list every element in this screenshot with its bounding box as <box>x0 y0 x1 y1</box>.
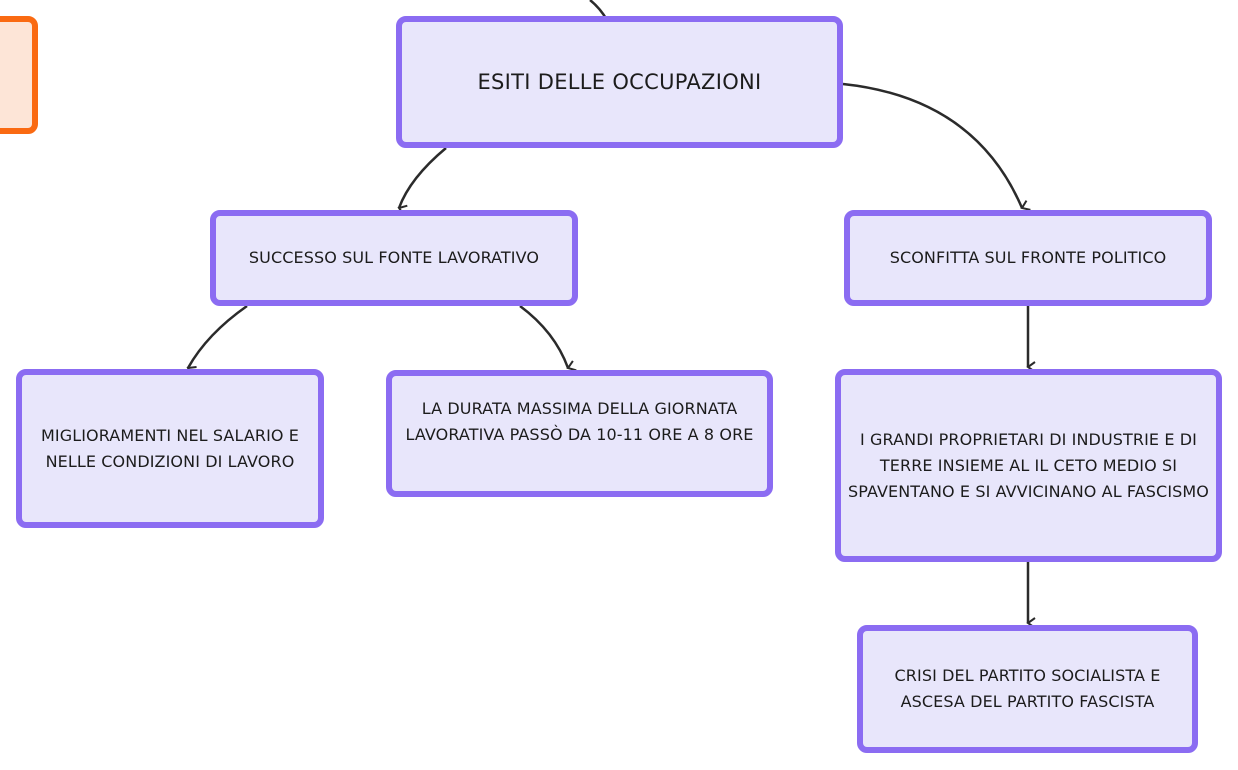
crisis-node-label: CRISI DEL PARTITO SOCIALISTA E ASCESA DE… <box>894 666 1161 711</box>
success-node[interactable]: SUCCESSO SUL FONTE LAVORATIVO <box>210 210 578 306</box>
connector-success-to-salary <box>186 304 248 377</box>
salary-node[interactable]: MIGLIORAMENTI NEL SALARIO E NELLE CONDIZ… <box>16 369 324 528</box>
root-node-label: ESITI DELLE OCCUPAZIONI <box>477 70 762 94</box>
root-node[interactable]: ESITI DELLE OCCUPAZIONI <box>396 16 843 148</box>
defeat-node[interactable]: SCONFITTA SUL FRONTE POLITICO <box>844 210 1212 306</box>
connector-root-to-success <box>397 147 447 216</box>
offscreen-node[interactable] <box>0 16 38 134</box>
defeat-node-label: SCONFITTA SUL FRONTE POLITICO <box>889 248 1167 267</box>
connector-success-to-hours <box>519 304 577 372</box>
salary-node-label: MIGLIORAMENTI NEL SALARIO E NELLE CONDIZ… <box>40 425 300 471</box>
crisis-node[interactable]: CRISI DEL PARTITO SOCIALISTA E ASCESA DE… <box>857 625 1198 753</box>
work-hours-node-label: LA DURATA MASSIMA DELLA GIORNATA LAVORAT… <box>405 399 754 444</box>
work-hours-node[interactable]: LA DURATA MASSIMA DELLA GIORNATA LAVORAT… <box>386 370 773 497</box>
connector-root-to-defeat <box>842 82 1031 211</box>
success-node-label: SUCCESSO SUL FONTE LAVORATIVO <box>248 248 540 267</box>
owners-node-label: I GRANDI PROPRIETARI DI INDUSTRIE E DI T… <box>847 429 1210 501</box>
owners-node[interactable]: I GRANDI PROPRIETARI DI INDUSTRIE E DI T… <box>835 369 1222 562</box>
